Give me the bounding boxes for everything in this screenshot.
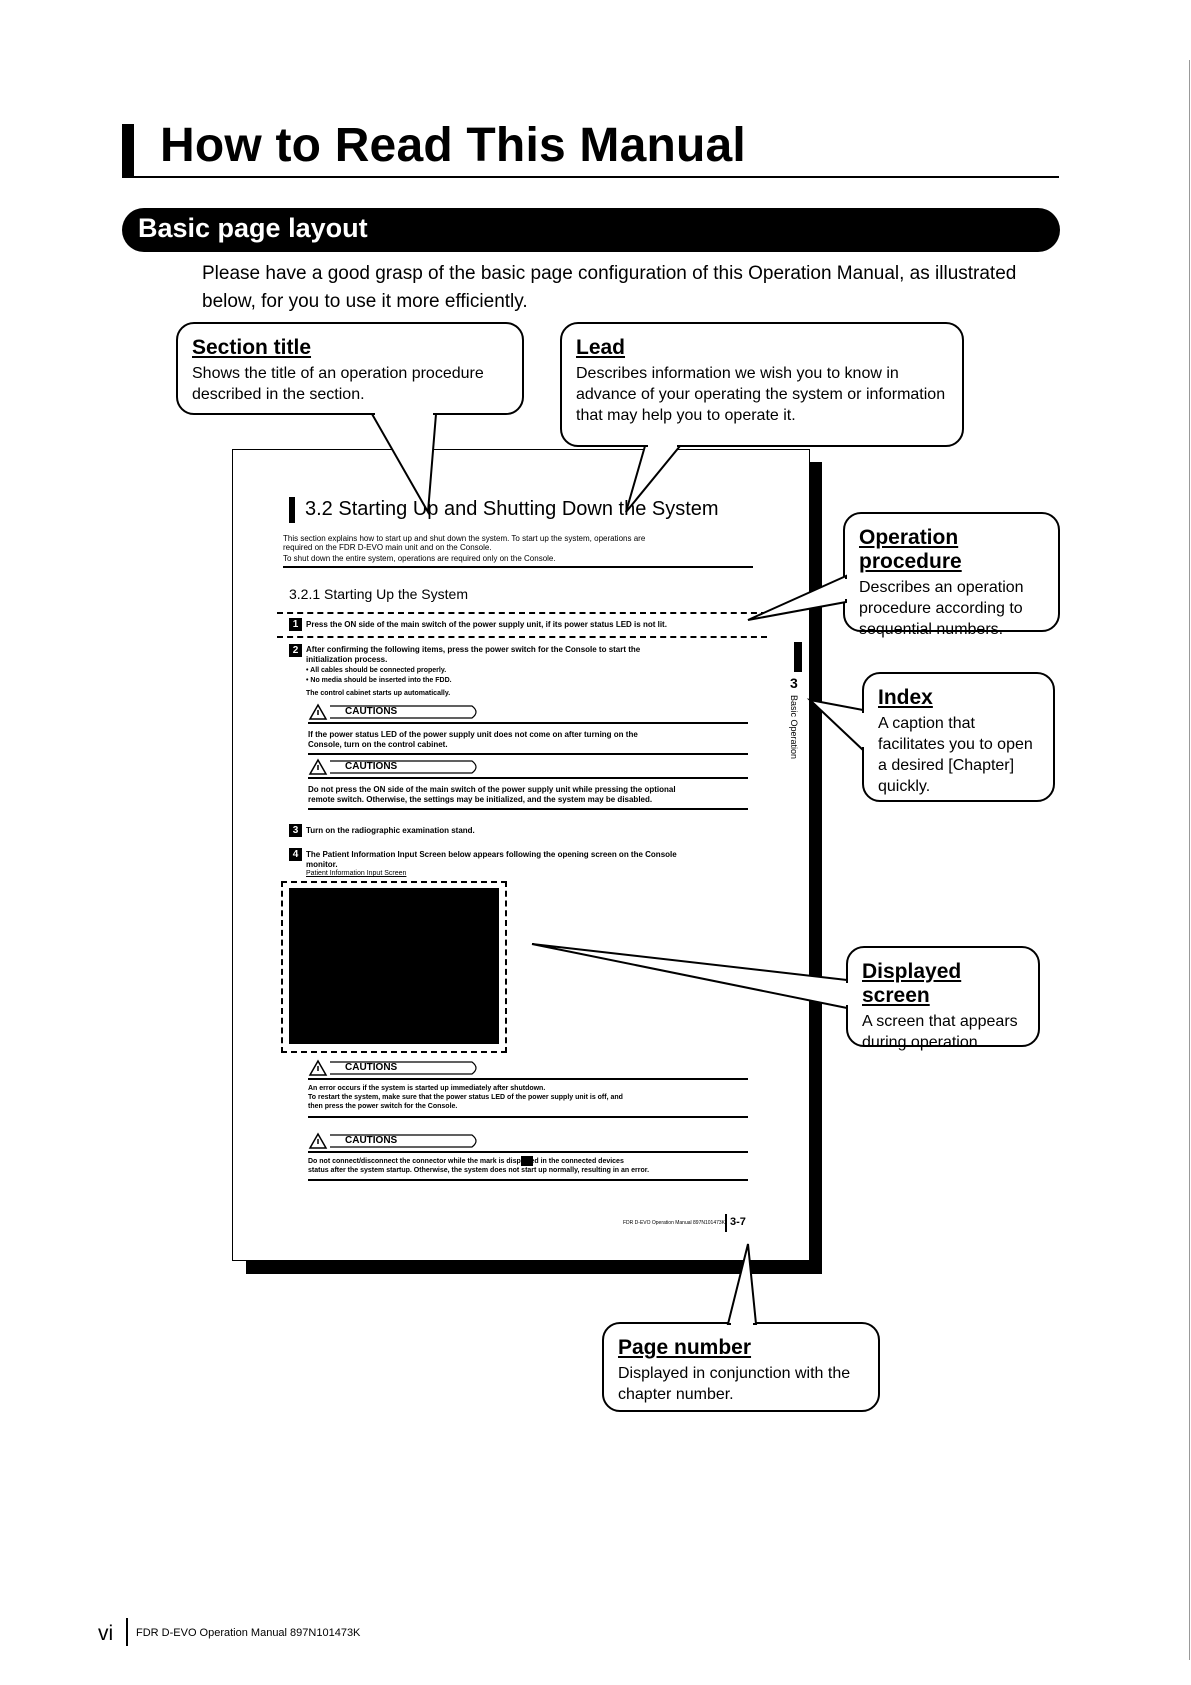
callout-lead: Lead Describes information we wish you t… [560,322,964,447]
sample-page-number: 3-7 [730,1216,746,1228]
footer-divider [126,1618,128,1646]
section-heading: Basic page layout [138,213,368,243]
pointer-page-number [726,1243,758,1325]
callout-displayed-screen: Displayed screen A screen that appears d… [846,946,1040,1051]
caution3-text: To restart the system, make sure that th… [308,1094,623,1101]
step-number-4: 4 [289,848,302,861]
caution-rule [308,1078,748,1080]
callout-title: Lead [576,336,626,359]
index-tab-marker [794,642,802,672]
caution-header-1 [308,703,477,720]
caution1-text: Console, turn on the control cabinet. [308,740,448,749]
caution-rule [308,777,748,779]
caution4-text: status after the system startup. Otherwi… [308,1167,650,1174]
sample-footer-text: FDR D-EVO Operation Manual 897N101473K [623,1220,725,1226]
device-status-icon [521,1156,533,1166]
sample-footer-bar [725,1214,727,1232]
sample-lead-line: To shut down the entire system, operatio… [283,554,556,563]
sample-lead-line: This section explains how to start up an… [283,534,646,543]
step1-dash-top [277,612,767,614]
intro-paragraph: Please have a good grasp of the basic pa… [202,263,1017,312]
caution3-text: An error occurs if the system is started… [308,1085,546,1092]
page-title: How to Read This Manual [160,119,746,172]
caution3-text: then press the power switch for the Cons… [308,1103,458,1110]
caution-rule [308,1116,748,1118]
footer-page-number: vi [98,1622,114,1645]
caution2-text: remote switch. Otherwise, the settings m… [308,795,653,804]
step-number-2: 2 [289,644,302,657]
page-edge-line [1189,60,1190,1660]
caution2-text: Do not press the ON side of the main swi… [308,785,676,794]
sample-lead-rule [283,566,753,568]
callout-desc: Shows the title of an operation procedur… [192,365,484,403]
step4-text: The Patient Information Input Screen bel… [306,850,677,859]
caution-label: CAUTIONS [345,1062,398,1073]
callout-desc: Describes information we wish you to kno… [576,365,946,424]
caution-header-4 [308,1132,477,1149]
pointer-index [806,698,864,753]
callout-page-number: Page number Displayed in conjunction wit… [602,1322,880,1412]
caution-rule [308,1179,748,1181]
screen-image [289,888,499,1044]
sample-lead-line: required on the FDR D-EVO main unit and … [283,543,492,552]
step3-text: Turn on the radiographic examination sta… [306,826,475,835]
caution-rule [308,1151,748,1153]
section-header-bar [122,208,1060,252]
callout-title: Displayed screen [862,960,962,1007]
callout-desc: A screen that appears during operation. [862,1013,1018,1051]
title-underline [122,176,1059,178]
caution-header-2 [308,758,477,775]
caution-label: CAUTIONS [345,1135,398,1146]
callout-operation-procedure: Operation procedure Describes an operati… [843,512,1060,638]
step2-text: After confirming the following items, pr… [306,645,641,654]
caution-label: CAUTIONS [345,706,398,717]
caution1-text: If the power status LED of the power sup… [308,730,638,739]
screen-dashed-frame [281,881,507,1053]
pointer-operation-procedure [747,574,847,621]
callout-section-title: Section title Shows the title of an oper… [176,322,524,415]
callout-title: Section title [192,336,312,359]
caution4-text: Do not connect/disconnect the connector … [308,1158,624,1165]
step-number-3: 3 [289,824,302,837]
callout-title: Operation procedure [859,526,962,573]
callout-desc: A caption that facilitates you to open a… [878,715,1033,795]
sample-title-bar [289,497,295,523]
footer-text: FDR D-EVO Operation Manual 897N101473K [136,1627,361,1639]
callout-index: Index A caption that facilitates you to … [862,672,1055,802]
index-tab-number: 3 [790,675,798,691]
step4-text: monitor. [306,860,338,869]
title-accent-bar [122,124,134,178]
callout-title: Index [878,686,933,709]
callout-desc: Describes an operation procedure accordi… [859,579,1024,638]
sample-page: 3.2 Starting Up and Shutting Down the Sy… [232,449,810,1261]
step2-text: initialization process. [306,655,388,664]
step2-note: The control cabinet starts up automatica… [306,690,451,697]
pointer-lead [625,445,683,513]
caution-rule [308,753,748,755]
sample-subsection-title: 3.2.1 Starting Up the System [289,586,468,602]
step2-bullet: • No media should be inserted into the F… [306,677,452,684]
step-number-1: 1 [289,618,302,631]
screen-caption: Patient Information Input Screen [306,870,407,877]
step1-text: Press the ON side of the main switch of … [306,620,667,629]
callout-title: Page number [618,1336,752,1359]
callout-desc: Displayed in conjunction with the chapte… [618,1365,851,1403]
step2-bullet: • All cables should be connected properl… [306,667,447,674]
caution-rule [308,722,748,724]
step1-dash-bottom [277,636,767,638]
caution-header-3 [308,1059,477,1076]
caution-label: CAUTIONS [345,761,398,772]
sample-section-title: 3.2 Starting Up and Shutting Down the Sy… [305,498,719,520]
pointer-section-title [370,413,438,516]
caution-rule [308,808,748,810]
pointer-displayed-screen [531,943,848,1010]
